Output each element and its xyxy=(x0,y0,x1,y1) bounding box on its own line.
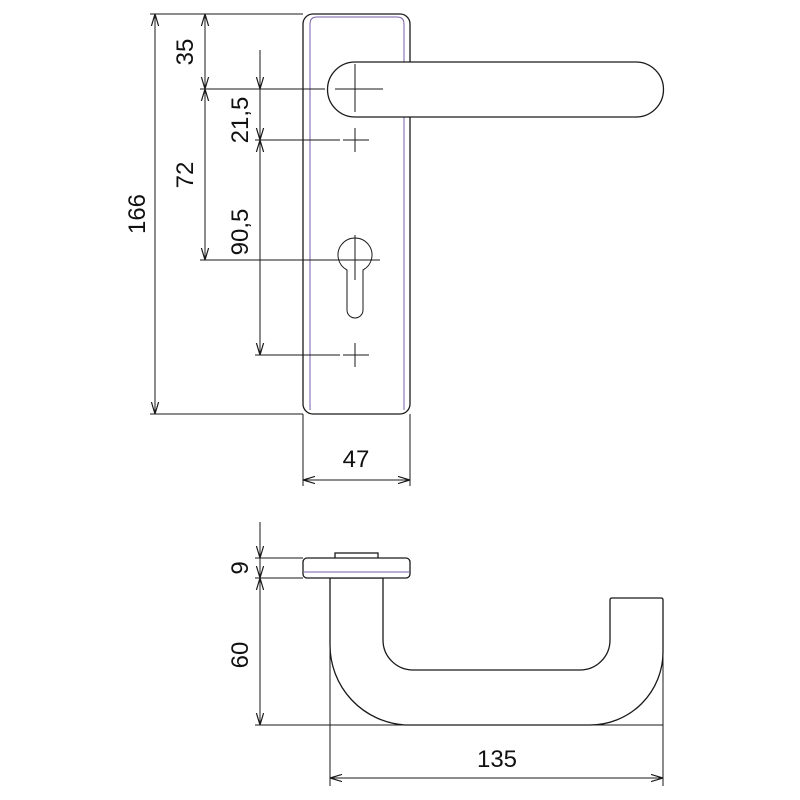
side-view: 9 60 135 xyxy=(227,522,664,786)
backplate-inner-contour xyxy=(309,16,405,410)
dim-label-166: 166 xyxy=(124,194,151,234)
dim-label-47: 47 xyxy=(343,446,370,473)
screw-hole-bottom xyxy=(343,343,369,367)
lever-handle xyxy=(326,61,665,118)
cylinder-keyhole xyxy=(337,237,373,319)
rosette xyxy=(302,557,411,579)
dim-label-9: 9 xyxy=(227,561,254,574)
keyhole-crosshair xyxy=(330,235,380,280)
dim-label-72: 72 xyxy=(172,162,199,189)
handle-axis-crosshair xyxy=(335,64,383,112)
lever-handle-side xyxy=(329,577,664,726)
dim-label-60: 60 xyxy=(227,642,254,669)
dim-label-21-5: 21,5 xyxy=(227,97,254,144)
side-extension-lines xyxy=(255,557,664,786)
extension-lines xyxy=(150,13,411,486)
dim-label-35: 35 xyxy=(172,39,199,66)
dim-label-135: 135 xyxy=(477,746,517,773)
front-view: 166 35 72 21,5 90,5 47 xyxy=(124,13,665,486)
screw-hole-top xyxy=(343,128,369,152)
dim-label-90-5: 90,5 xyxy=(227,209,254,256)
